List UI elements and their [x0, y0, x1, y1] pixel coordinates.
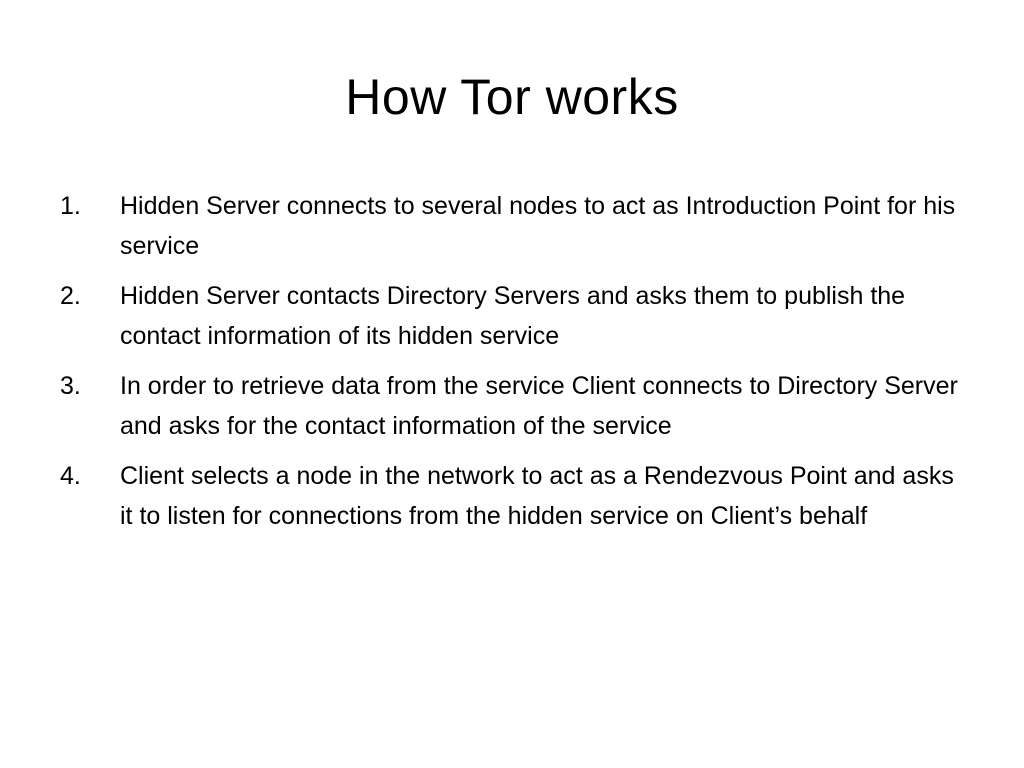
list-item: 3. In order to retrieve data from the se…: [0, 366, 960, 446]
list-item-number: 2.: [60, 282, 81, 310]
list-item: 2. Hidden Server contacts Directory Serv…: [0, 276, 960, 356]
list-item-text: Hidden Server contacts Directory Servers…: [120, 282, 906, 350]
steps-list: 1. Hidden Server connects to several nod…: [0, 186, 1024, 546]
list-item-number: 3.: [60, 372, 81, 400]
list-item-number: 1.: [60, 192, 81, 220]
list-item: 4. Client selects a node in the network …: [0, 456, 960, 536]
slide-title: How Tor works: [345, 69, 679, 125]
list-item-text: In order to retrieve data from the servi…: [120, 372, 958, 440]
list-item-text: Client selects a node in the network to …: [120, 462, 954, 530]
list-item-number: 4.: [60, 462, 81, 490]
list-item-text: Hidden Server connects to several nodes …: [120, 192, 956, 260]
list-item: 1. Hidden Server connects to several nod…: [0, 186, 960, 266]
